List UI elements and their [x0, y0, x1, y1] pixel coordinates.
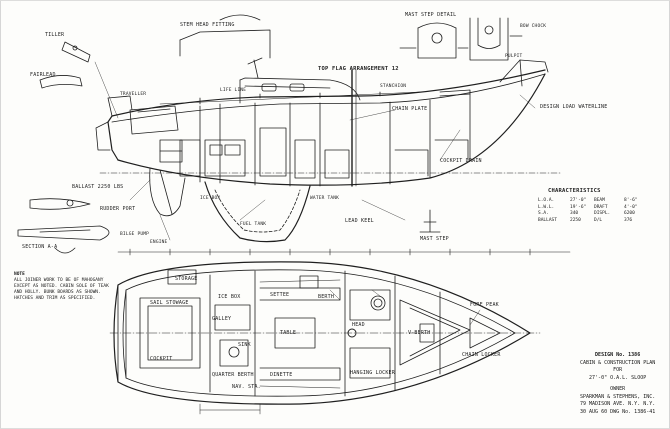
plan-for: FOR [613, 367, 623, 373]
owner-label: OWNER [610, 386, 626, 392]
char-key: BALLAST [538, 217, 557, 223]
boat-type: 27'-0" O.A.L. SLOOP [589, 374, 647, 381]
char-value: 27'-0" [570, 198, 587, 203]
fairlead-label: FAIRLEAD [30, 72, 56, 78]
keel-label: LEAD KEEL [345, 218, 374, 224]
tiller-label: TILLER [45, 32, 65, 38]
station-line [117, 248, 571, 256]
plan-quarter-berth: QUARTER BERTH [212, 372, 254, 378]
char-value: 4'-0" [624, 204, 638, 210]
detail-keel-bolt [419, 209, 441, 233]
notes-line: EXCEPT AS NOTED. CABIN SOLE OF TEAK [14, 284, 109, 289]
plan-chain-locker: CHAIN LOCKER [462, 352, 501, 358]
char-value: 6200 [624, 211, 635, 216]
char-key: S.A. [538, 211, 549, 216]
char-key: D/L [594, 217, 603, 223]
title-block: DESIGN No. 1386 CABIN & CONSTRUCTION PLA… [580, 352, 655, 416]
plan-nav: NAV. STA. [232, 384, 261, 390]
plan-cockpit: COCKPIT [150, 356, 173, 362]
characteristics-row: L.O.A. 27'-0" BEAM 8'-6" [538, 198, 640, 205]
plan-storage: STORAGE [175, 276, 198, 282]
char-value: 376 [624, 217, 633, 223]
plan-forepeak: FORE PEAK [470, 302, 499, 308]
firm-address: 79 MADISON AVE. N.Y. N.Y. [580, 401, 656, 407]
char-key: DRAFT [594, 204, 608, 210]
plan-icebox: ICE BOX [218, 294, 241, 300]
top-flag-label: TOP FLAG ARRANGEMENT 12 [318, 66, 399, 72]
char-value: 340 [570, 211, 579, 216]
hull-profile [95, 59, 561, 243]
mast-step-label: MAST STEP [420, 236, 449, 242]
notes-line: HATCHES AND TRIM AS SPECIFIED. [14, 296, 96, 301]
notes-line: AND HOLLY. BUNK BOARDS AS SHOWN. [14, 290, 101, 295]
plan-settee: SETTEE [270, 292, 290, 298]
plan-galley: GALLEY [212, 316, 232, 322]
callout-lifeline: LIFE LINE [220, 88, 247, 93]
callout-pulpit: PULPIT [505, 54, 523, 59]
plan-dinette: DINETTE [270, 372, 293, 378]
chain-label: CHAIN PLATE [392, 106, 428, 112]
plan-hanging-locker: HANGING LOCKER [350, 370, 395, 376]
detail-fittings [39, 14, 271, 89]
characteristics-row: BALLAST 2250 D/L 376 [538, 218, 640, 225]
detail-mast-step [399, 17, 523, 61]
notes-heading: NOTE [14, 272, 25, 277]
characteristics-table: L.O.A. 27'-0" BEAM 8'-6" L.W.L. 19'-6" D… [538, 198, 640, 224]
firm-name: SPARKMAN & STEPHENS, INC. [580, 393, 656, 400]
char-key: BEAM [594, 198, 605, 203]
characteristics-row: L.W.L. 19'-6" DRAFT 4'-0" [538, 205, 640, 212]
plan-sail-stowage: SAIL STOWAGE [150, 300, 189, 306]
drawing-notes: NOTE ALL JOINER WORK TO BE OF MAHOGANY E… [14, 272, 109, 302]
characteristics-row: S.A. 340 DISPL. 6200 [538, 211, 640, 218]
notes-line: ALL JOINER WORK TO BE OF MAHOGANY [14, 278, 104, 283]
detail-sections [17, 198, 110, 254]
detail-label-step: MAST STEP DETAIL [405, 12, 457, 18]
plan-head: HEAD [352, 322, 365, 328]
char-value: 8'-6" [624, 198, 638, 203]
callout-bilge-pump: BILGE PUMP [120, 232, 150, 237]
plan-title: CABIN & CONSTRUCTION PLAN [580, 359, 656, 366]
callout-engine: ENGINE [150, 240, 168, 245]
plan-berth: BERTH [318, 294, 335, 300]
char-key: L.O.A. [538, 198, 555, 203]
stem-label: STEM HEAD FITTING [180, 22, 235, 28]
callout-fuel-tank: FUEL TANK [240, 222, 267, 227]
cockpit-drain-label: COCKPIT DRAIN [440, 158, 482, 164]
waterline-label: DESIGN LOAD WATERLINE [540, 104, 608, 110]
char-value: 2250 [570, 217, 581, 223]
callout-bow-chock: BOW CHOCK [520, 24, 547, 29]
characteristics-title: CHARACTERISTICS [548, 188, 601, 194]
char-key: DISPL. [594, 211, 611, 216]
ballast-label: BALLAST 2250 LBS [72, 184, 124, 190]
design-number: DESIGN No. 1386 [595, 352, 641, 358]
callout-water-tank: WATER TANK [310, 196, 340, 201]
char-key: L.W.L. [538, 204, 555, 210]
callout-icebox: ICE BOX [200, 196, 221, 201]
callout-traveller: TRAVELLER [120, 92, 147, 97]
char-value: 19'-6" [570, 204, 587, 210]
plan-sink: SINK [238, 342, 251, 348]
hull-plan [109, 261, 541, 415]
plan-vberth: V-BERTH [408, 330, 431, 336]
plan-table: TABLE [280, 330, 297, 336]
callout-stanchion: STANCHION [380, 84, 407, 89]
drawing-date: 30 AUG 60 DWG No. 1386-41 [580, 408, 656, 415]
rudder-label: RUDDER PORT [100, 206, 136, 212]
section-label: SECTION A-A [22, 244, 58, 250]
